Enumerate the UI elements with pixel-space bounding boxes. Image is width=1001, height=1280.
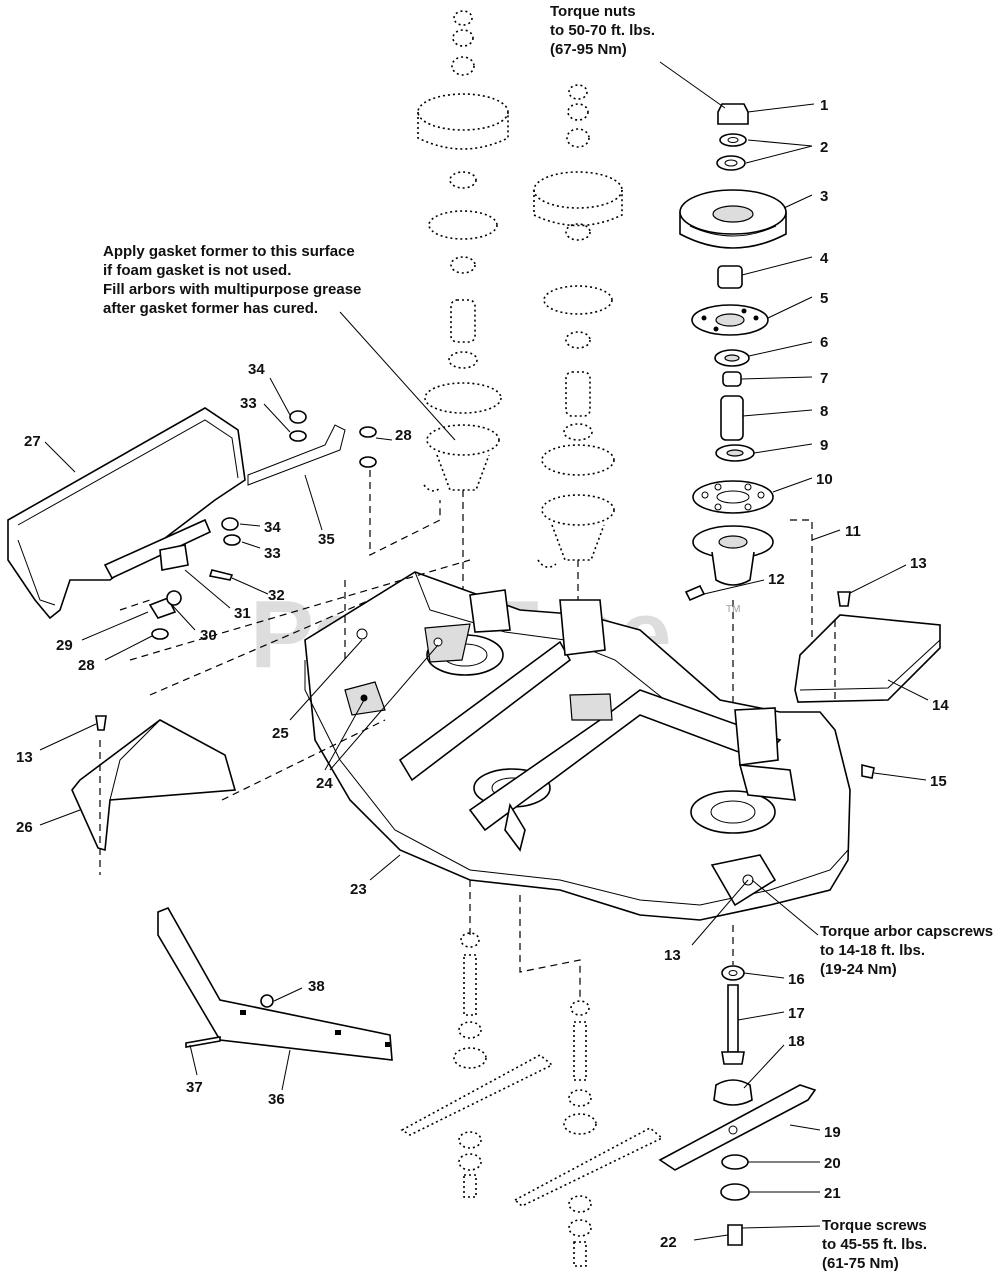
alignment-lines — [99, 470, 836, 875]
callout-38: 38 — [308, 978, 325, 995]
callout-8: 8 — [820, 403, 828, 420]
callout-37: 37 — [186, 1079, 203, 1096]
callout-33-bottom: 33 — [264, 545, 281, 562]
leader-lines — [39, 61, 929, 1241]
center-spindle-assembly — [533, 84, 623, 600]
callout-4: 4 — [820, 250, 829, 267]
center-blade-assembly — [513, 895, 664, 1267]
callout-18: 18 — [788, 1033, 805, 1050]
callout-21: 21 — [824, 1185, 841, 1202]
callout-13a: 13 — [910, 555, 927, 572]
belt-cover-left — [71, 719, 237, 852]
callout-22: 22 — [660, 1234, 677, 1251]
callout-20: 20 — [824, 1155, 841, 1172]
callout-19: 19 — [824, 1124, 841, 1141]
callout-28-top: 28 — [395, 427, 412, 444]
callout-numbers: 1 2 3 4 5 6 7 8 9 10 11 12 13 13 13 28 1… — [16, 97, 949, 1251]
callout-1: 1 — [820, 97, 828, 114]
callout-33-top: 33 — [240, 395, 257, 412]
callout-25: 25 — [272, 725, 289, 742]
callout-13c: 13 — [664, 947, 681, 964]
callout-13b: 13 — [16, 749, 33, 766]
baffle — [157, 906, 393, 1061]
callout-31: 31 — [234, 605, 251, 622]
callout-34-bottom: 34 — [264, 519, 281, 536]
note-torque-screws: Torque screws to 45-55 ft. lbs. (61-75 N… — [822, 1217, 928, 1272]
callout-5: 5 — [820, 290, 828, 307]
note-torque-arbor: Torque arbor capscrews to 14-18 ft. lbs.… — [820, 923, 994, 978]
callout-32: 32 — [268, 587, 285, 604]
callout-30: 30 — [200, 627, 217, 644]
callout-23: 23 — [350, 881, 367, 898]
callout-6: 6 — [820, 334, 828, 351]
callout-34-top: 34 — [248, 361, 265, 378]
left-blade-assembly — [400, 880, 554, 1198]
belt-cover-right — [794, 614, 941, 703]
callout-17: 17 — [788, 1005, 805, 1022]
callout-36: 36 — [268, 1091, 285, 1108]
right-spindle-assembly — [679, 103, 813, 770]
small-parts — [95, 410, 875, 1048]
callout-14: 14 — [932, 697, 949, 714]
callout-11: 11 — [845, 523, 861, 540]
callout-9: 9 — [820, 437, 828, 454]
callout-10: 10 — [816, 471, 833, 488]
callout-12: 12 — [768, 571, 785, 588]
callout-16: 16 — [788, 971, 805, 988]
callout-7: 7 — [820, 370, 828, 387]
trademark-mark: TM — [726, 604, 740, 615]
callout-2: 2 — [820, 139, 828, 156]
callout-26: 26 — [16, 819, 33, 836]
discharge-chute — [7, 407, 246, 620]
callout-24: 24 — [316, 775, 333, 792]
callout-15: 15 — [930, 773, 947, 790]
callout-28-bottom: 28 — [78, 657, 95, 674]
right-blade-assembly — [658, 925, 817, 1246]
note-torque-nuts: Torque nuts to 50-70 ft. lbs. (67-95 Nm) — [550, 3, 656, 58]
left-spindle-assembly — [417, 10, 509, 640]
callout-27: 27 — [24, 433, 41, 450]
callout-35: 35 — [318, 531, 335, 548]
note-gasket-former: Apply gasket former to this surface if f… — [103, 243, 362, 317]
mower-deck — [304, 571, 851, 921]
callout-3: 3 — [820, 188, 828, 205]
callout-29: 29 — [56, 637, 73, 654]
